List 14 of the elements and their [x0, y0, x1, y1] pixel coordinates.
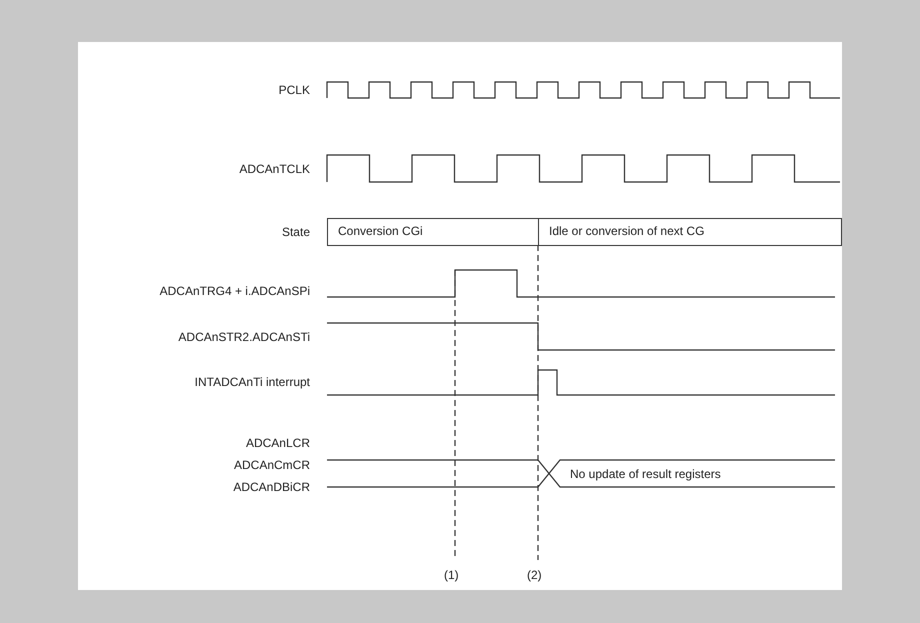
- state-segment: Idle or conversion of next CG: [538, 218, 842, 246]
- signal-name: ADCAnDBiCR: [233, 480, 310, 494]
- signal-name: INTADCAnTi interrupt: [194, 375, 310, 389]
- bus-annotation: No update of result registers: [570, 467, 721, 481]
- signal-name: ADCAnTCLK: [239, 162, 310, 176]
- signal-name: ADCAnSTR2.ADCAnSTi: [178, 330, 310, 344]
- signal-name: ADCAnTRG4 + i.ADCAnSPi: [160, 284, 310, 298]
- state-segment: Conversion CGi: [327, 218, 539, 246]
- signal-name: ADCAnCmCR: [234, 458, 310, 472]
- signal-name: State: [282, 225, 310, 239]
- signal-name: PCLK: [278, 83, 310, 97]
- marker-label: (2): [527, 568, 542, 582]
- marker-label: (1): [444, 568, 459, 582]
- signal-name: ADCAnLCR: [246, 436, 310, 450]
